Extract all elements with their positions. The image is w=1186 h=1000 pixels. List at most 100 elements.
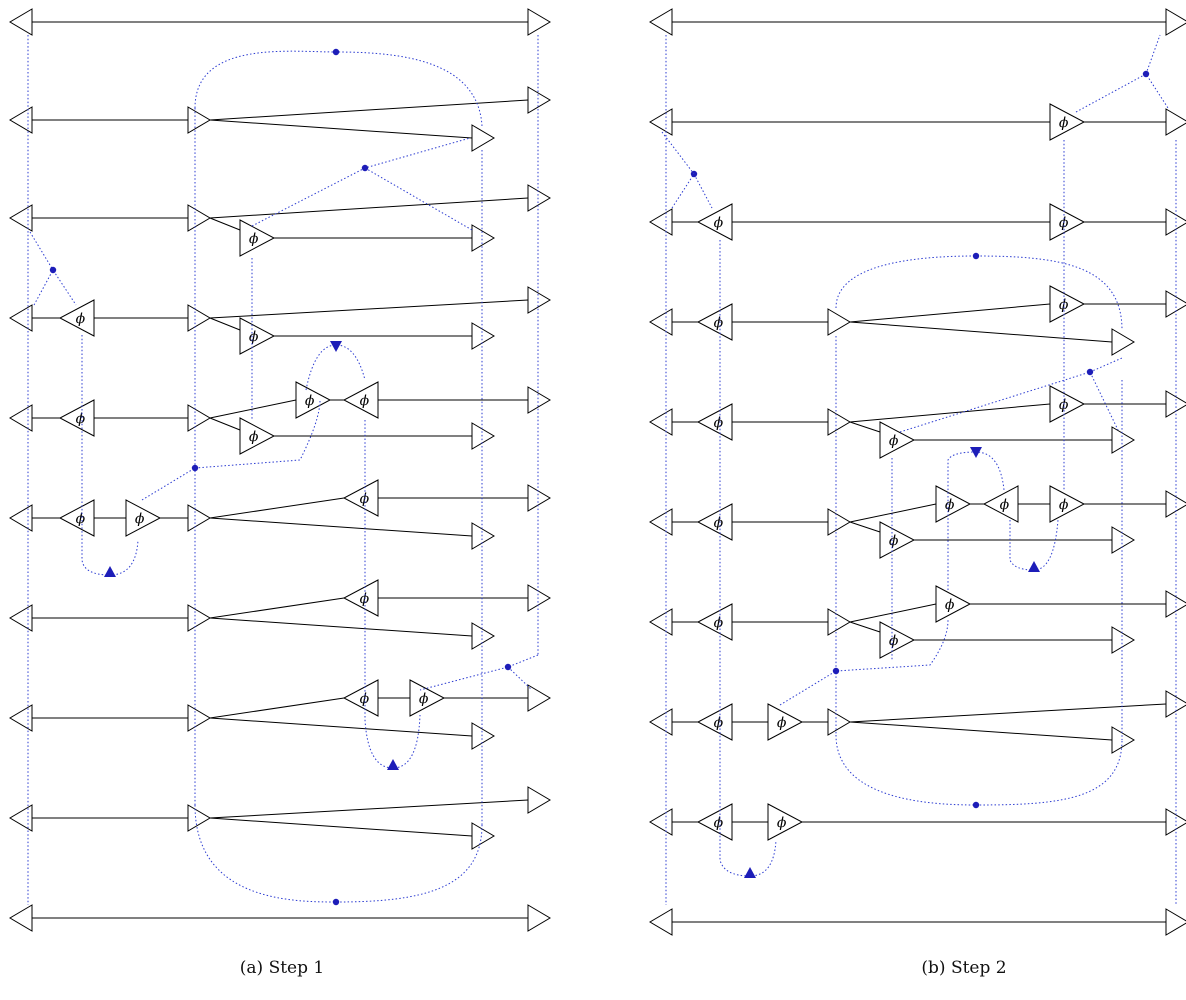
phi-node-triangle (767, 703, 804, 741)
phi-label: ϕ (1000, 497, 1010, 513)
row-input-triangle (649, 8, 673, 36)
row-input-triangle (9, 404, 33, 432)
phi-label: ϕ (76, 411, 86, 427)
phi-label: ϕ (135, 511, 145, 527)
dotted-connector (305, 344, 366, 391)
phi-label: ϕ (714, 615, 724, 631)
arrow-up-marker (387, 759, 399, 770)
junction-dot (49, 266, 57, 274)
output-triangle (527, 86, 551, 114)
wire-line (209, 299, 529, 319)
row-input-triangle (9, 304, 33, 332)
phi-label: ϕ (76, 311, 86, 327)
phi-node-triangle (1049, 203, 1086, 241)
phi-node-triangle (295, 381, 332, 419)
output-triangle (527, 8, 551, 36)
junction-dot (191, 464, 199, 472)
dotted-connector (661, 131, 695, 175)
wire-line (849, 421, 881, 433)
output-triangle (527, 484, 551, 512)
phi-label: ϕ (1059, 115, 1069, 131)
phi-node-triangle (767, 803, 804, 841)
output-triangle (471, 622, 495, 650)
arrow-up-marker (1028, 561, 1040, 572)
split-triangle (827, 608, 851, 636)
dotted-connector (1075, 73, 1169, 113)
phi-node-triangle (1049, 385, 1086, 423)
row-input-triangle (9, 504, 33, 532)
output-triangle (527, 904, 551, 932)
dotted-connector (81, 335, 139, 576)
phi-node-triangle (1049, 485, 1086, 523)
arrow-down-marker (330, 341, 342, 352)
phi-node-triangle (239, 219, 276, 257)
phi-label: ϕ (1059, 397, 1069, 413)
dotted-connector (835, 734, 1123, 806)
output-triangle (527, 584, 551, 612)
output-triangle (1165, 8, 1186, 36)
output-triangle (527, 286, 551, 314)
wire-line (209, 597, 345, 619)
phi-node-triangle (879, 621, 916, 659)
phi-label: ϕ (945, 497, 955, 513)
split-triangle (187, 204, 211, 232)
wire-line (209, 697, 345, 719)
split-triangle (187, 304, 211, 332)
output-triangle (471, 422, 495, 450)
wire-line (209, 799, 529, 819)
dotted-connector (194, 50, 483, 127)
output-triangle (471, 822, 495, 850)
phi-label: ϕ (889, 633, 899, 649)
caption-step-2: (b) Step 2 (921, 958, 1007, 978)
wire-line (209, 417, 241, 431)
wire-line (209, 517, 473, 537)
phi-label: ϕ (714, 415, 724, 431)
output-triangle (1165, 690, 1186, 718)
wire-line (849, 303, 1051, 323)
phi-node-triangle (125, 499, 162, 537)
dotted-connector (194, 399, 321, 469)
row-input-triangle (649, 708, 673, 736)
output-triangle (527, 184, 551, 212)
output-triangle (527, 386, 551, 414)
row-input-triangle (9, 8, 33, 36)
phi-label: ϕ (889, 533, 899, 549)
split-triangle (827, 408, 851, 436)
dotted-connector (719, 240, 777, 877)
row-input-triangle (9, 904, 33, 932)
caption-step-1: (a) Step 1 (239, 958, 325, 978)
phi-node-triangle (409, 679, 446, 717)
phi-label: ϕ (1059, 297, 1069, 313)
output-triangle (527, 786, 551, 814)
output-triangle (471, 124, 495, 152)
dotted-connector (1145, 34, 1161, 75)
row-input-triangle (9, 204, 33, 232)
split-triangle (187, 504, 211, 532)
wire-line (209, 717, 473, 737)
dotted-connector (947, 451, 1005, 590)
phi-node-triangle (879, 421, 916, 459)
phi-label: ϕ (714, 215, 724, 231)
phi-label: ϕ (249, 429, 259, 445)
row-input-triangle (649, 308, 673, 336)
row-input-triangle (9, 106, 33, 134)
output-triangle (471, 522, 495, 550)
phi-label: ϕ (714, 815, 724, 831)
wire-line (209, 119, 473, 139)
dotted-connector (1089, 357, 1123, 373)
phi-node-triangle (879, 521, 916, 559)
split-triangle (187, 404, 211, 432)
wire-line (209, 497, 345, 519)
output-triangle (471, 224, 495, 252)
phi-label: ϕ (249, 231, 259, 247)
wire-line (849, 321, 1113, 343)
output-triangle (1111, 526, 1135, 554)
phi-node-triangle (935, 585, 972, 623)
dotted-connector (33, 269, 77, 306)
wire-line (849, 603, 937, 623)
dotted-connector (779, 619, 949, 706)
output-triangle (527, 684, 551, 712)
arrow-down-marker (970, 447, 982, 458)
wire-line (849, 521, 881, 533)
phi-label: ϕ (714, 315, 724, 331)
